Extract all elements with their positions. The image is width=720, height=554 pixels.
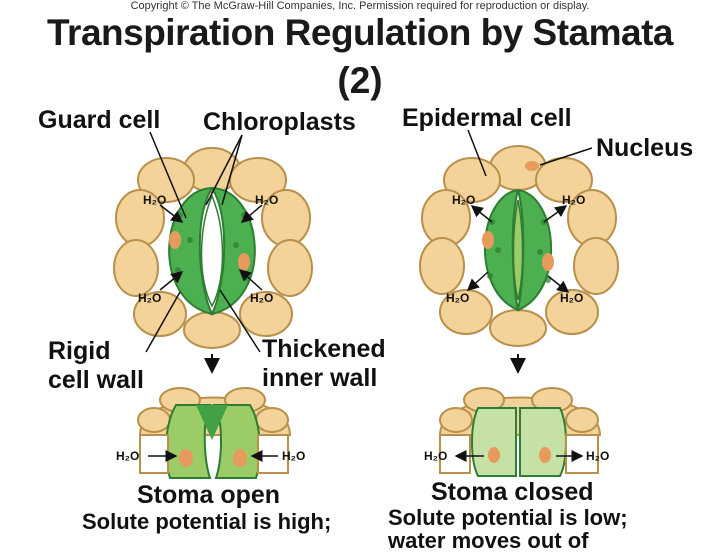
guard-nucleus-left bbox=[169, 231, 181, 249]
label-rigid: Rigid bbox=[48, 337, 111, 365]
water-labels-bottom: H₂O H₂O H₂O H₂O bbox=[116, 449, 609, 463]
caption-stoma-open: Stoma open bbox=[137, 481, 281, 509]
label-nucleus: Nucleus bbox=[596, 134, 694, 162]
epidermal-cells-right bbox=[419, 145, 619, 347]
transition-arrows bbox=[204, 354, 526, 374]
water-label: H₂O bbox=[562, 193, 585, 207]
guard-nucleus-right bbox=[238, 253, 250, 271]
label-epidermal-cell: Epidermal cell bbox=[402, 104, 572, 132]
water-label: H₂O bbox=[452, 193, 475, 207]
water-label: H₂O bbox=[255, 193, 278, 207]
caption-open-description: Solute potential is high; bbox=[82, 509, 332, 534]
water-label: H₂O bbox=[143, 193, 166, 207]
epidermal-nucleus bbox=[525, 161, 539, 171]
label-leaders bbox=[145, 129, 593, 353]
label-thickened: Thickened bbox=[262, 335, 386, 363]
caption-closed-description-2: water moves out of bbox=[388, 528, 589, 553]
open-stoma-cross-section bbox=[137, 387, 292, 479]
water-label: H₂O bbox=[282, 449, 305, 463]
water-label: H₂O bbox=[138, 291, 161, 305]
label-chloroplasts: Chloroplasts bbox=[203, 108, 356, 136]
closed-stoma-cross-section bbox=[438, 387, 602, 477]
label-inner-wall: inner wall bbox=[262, 364, 378, 392]
slide-title-number: (2) bbox=[337, 60, 383, 101]
epidermal-cells-left bbox=[113, 147, 313, 349]
caption-closed-description: Solute potential is low; bbox=[388, 505, 628, 530]
water-label: H₂O bbox=[424, 449, 447, 463]
copyright-notice: Copyright © The McGraw-Hill Companies, I… bbox=[130, 0, 590, 12]
water-label: H₂O bbox=[116, 449, 139, 463]
water-arrows-left bbox=[159, 204, 263, 291]
water-arrows-right bbox=[466, 205, 570, 293]
label-cell-wall: cell wall bbox=[48, 366, 144, 394]
slide-title: Transpiration Regulation by Stamata bbox=[46, 12, 674, 53]
label-guard-cell: Guard cell bbox=[38, 106, 161, 134]
closed-stoma-top-view bbox=[419, 145, 619, 347]
water-labels-top: H₂O H₂O H₂O H₂O H₂O H₂O H₂O H₂O bbox=[138, 193, 585, 305]
water-label: H₂O bbox=[250, 291, 273, 305]
water-label: H₂O bbox=[560, 291, 583, 305]
caption-stoma-closed: Stoma closed bbox=[431, 478, 594, 506]
stomata-diagram: H₂O H₂O H₂O H₂O H₂O H₂O H₂O H₂O H₂O H₂O … bbox=[113, 129, 619, 479]
water-label: H₂O bbox=[446, 291, 469, 305]
open-stoma-top-view bbox=[113, 147, 313, 349]
water-label: H₂O bbox=[586, 449, 609, 463]
